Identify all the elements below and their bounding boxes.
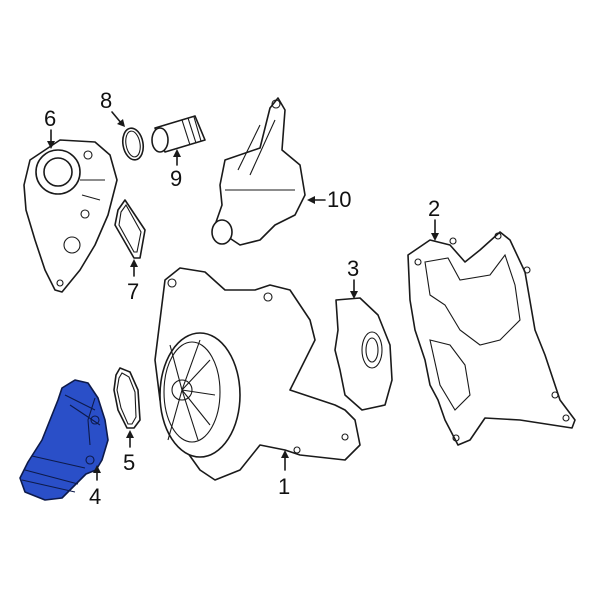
arrow-3	[350, 279, 358, 299]
part-5-gasket	[113, 367, 141, 429]
part-8-o-ring	[121, 127, 145, 161]
callout-7: 7	[127, 279, 140, 304]
callout-8: 8	[100, 88, 113, 113]
callout-4: 4	[89, 484, 102, 509]
arrow-10	[307, 196, 326, 204]
arrow-5	[126, 430, 134, 448]
arrow-8	[111, 111, 125, 127]
arrow-6	[47, 129, 55, 149]
callout-3: 3	[347, 256, 360, 281]
highlight-fill	[19, 379, 109, 501]
callout-9: 9	[170, 166, 183, 191]
arrow-1	[281, 450, 289, 471]
part-7-gasket	[114, 199, 146, 259]
callout-1: 1	[278, 474, 291, 499]
part-10-valve	[211, 97, 306, 246]
part-1-water-pump	[154, 267, 361, 481]
arrow-9	[173, 149, 181, 166]
part-2-gasket	[407, 231, 576, 446]
callout-6: 6	[44, 106, 57, 131]
arrow-4	[93, 465, 101, 481]
callout-2: 2	[428, 196, 441, 221]
part-6-thermostat-housing	[23, 139, 118, 293]
callout-10: 10	[327, 187, 352, 212]
callout-5: 5	[123, 450, 136, 475]
part-4-highlighted-outlet	[19, 379, 109, 501]
part-9-connector	[151, 115, 206, 153]
arrow-7	[130, 259, 138, 277]
callout-arrows	[47, 111, 439, 481]
arrow-2	[431, 219, 439, 241]
part-3-cover	[334, 297, 393, 411]
